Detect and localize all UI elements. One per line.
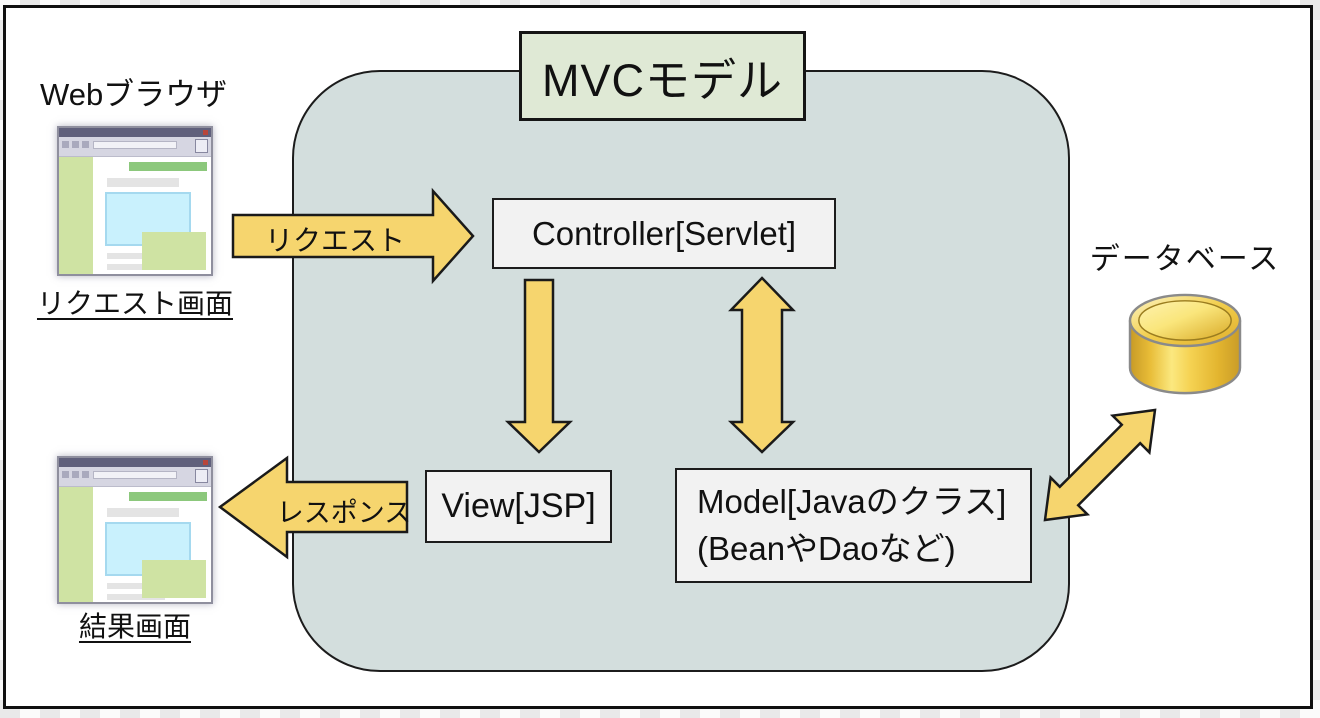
page-gray-bar	[107, 508, 179, 517]
browser-page-content	[59, 487, 211, 602]
page-text-line	[107, 594, 165, 600]
controller-node-label: Controller[Servlet]	[531, 214, 797, 252]
response-arrow-label: レスポンス	[276, 498, 412, 528]
result-screen-thumbnail	[57, 456, 213, 604]
browser-page-content	[59, 157, 211, 274]
request-arrow-label: リクエスト	[264, 225, 405, 256]
browser-reload-icon	[82, 471, 89, 478]
page-text-line	[107, 253, 165, 259]
result-screen-label: 結果画面	[78, 611, 191, 642]
page-text-line	[107, 264, 165, 270]
page-green-bar	[129, 162, 207, 171]
model-node-label-line1: Model[Javaのクラス]	[697, 482, 1007, 520]
diagram-title: MVCモデル	[519, 31, 806, 121]
browser-menu-icon	[195, 469, 208, 483]
view-node-label: View[JSP]	[441, 487, 596, 525]
request-screen-label: リクエスト画面	[36, 288, 233, 319]
request-screen-thumbnail	[57, 126, 213, 276]
browser-address-bar	[93, 471, 177, 479]
browser-toolbar	[59, 467, 211, 487]
view-node: View[JSP]	[425, 470, 612, 543]
diagram-title-text: MVCモデル	[542, 54, 783, 106]
page-sidebar-block	[59, 487, 93, 602]
browser-forward-icon	[72, 471, 79, 478]
browser-forward-icon	[72, 141, 79, 148]
browser-reload-icon	[82, 141, 89, 148]
browser-close-icon	[203, 460, 208, 465]
browser-back-icon	[62, 471, 69, 478]
browser-titlebar	[59, 128, 211, 137]
web-browser-label: Webブラウザ	[40, 77, 228, 112]
browser-address-bar	[93, 141, 177, 149]
browser-close-icon	[203, 130, 208, 135]
controller-node: Controller[Servlet]	[492, 198, 836, 269]
database-label: データベース	[1089, 243, 1281, 276]
database-cylinder-icon	[1128, 293, 1242, 395]
page-green-block	[142, 232, 206, 270]
browser-back-icon	[62, 141, 69, 148]
browser-toolbar	[59, 137, 211, 157]
browser-menu-icon	[195, 139, 208, 153]
page-green-bar	[129, 492, 207, 501]
page-text-line	[107, 583, 165, 589]
page-green-block	[142, 560, 206, 598]
browser-titlebar	[59, 458, 211, 467]
model-node-label-line2: (BeanやDaoなど)	[697, 529, 956, 567]
page-gray-bar	[107, 178, 179, 187]
model-node: Model[Javaのクラス] (BeanやDaoなど)	[675, 468, 1032, 583]
page-sidebar-block	[59, 157, 93, 274]
